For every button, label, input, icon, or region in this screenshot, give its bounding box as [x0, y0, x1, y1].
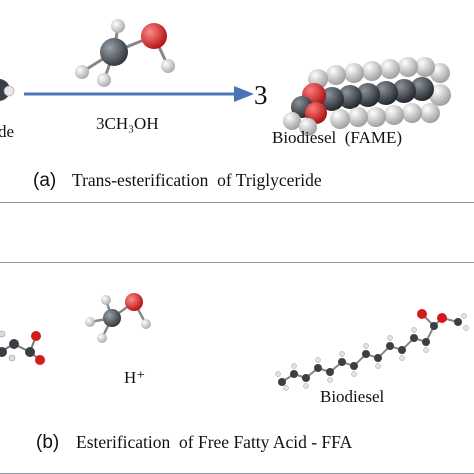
free-fatty-acid-fragment	[0, 330, 45, 365]
caption-a-letter: (a)	[33, 170, 57, 191]
panel-b-esterification	[0, 262, 474, 474]
acid-catalyst-label: H⁺	[124, 368, 146, 387]
stoichiometric-coefficient: 3	[254, 80, 268, 110]
methanol-molecule	[75, 19, 175, 87]
triglyceride-molecule-fragment	[0, 79, 15, 101]
biodiesel-product-label: Biodiesel	[320, 387, 385, 406]
caption-b-letter: (b)	[36, 432, 60, 453]
caption-b-text: Esterification of Free Fatty Acid - FFA	[76, 432, 353, 452]
fame-space-filling-molecule	[283, 57, 451, 136]
methanol-molecule-b	[85, 293, 151, 343]
reaction-arrow	[24, 86, 254, 102]
caption-a-text: Trans-esterification of Triglyceride	[72, 170, 322, 190]
methanol-reagent-label: 3CH₃OH	[96, 114, 159, 133]
fame-product-label: Biodiesel (FAME)	[272, 128, 403, 147]
left-reactant-label-fragment: de	[0, 122, 15, 141]
biodiesel-ball-stick-molecule	[275, 309, 469, 391]
panel-a-transesterification	[0, 0, 474, 203]
